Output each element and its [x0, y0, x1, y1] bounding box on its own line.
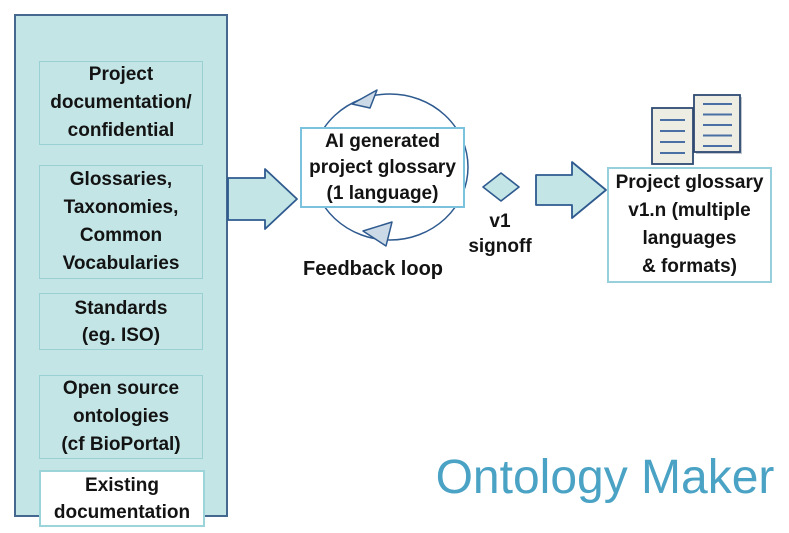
source-box-standards: Standards (eg. ISO): [39, 293, 203, 350]
documents-icon: [651, 94, 742, 165]
feedback-loop-label: Feedback loop: [302, 258, 444, 280]
source-box-label: Standards (eg. ISO): [74, 297, 168, 346]
source-box-existing-documentation: Existing documentation: [39, 470, 205, 527]
ai-glossary-box: AI generated project glossary (1 languag…: [300, 127, 465, 208]
source-box-project-documentation: Project documentation/ confidential: [39, 61, 203, 145]
diamond-icon: [482, 172, 520, 202]
source-box-open-source-ontologies: Open source ontologies (cf BioPortal): [39, 375, 203, 459]
output-glossary-box: Project glossary v1.n (multiple language…: [607, 167, 772, 283]
source-box-glossaries-taxonomies: Glossaries, Taxonomies, Common Vocabular…: [39, 165, 203, 279]
loop-arrowhead-top-icon: [351, 89, 378, 109]
loop-arrowhead-bottom-icon: [362, 221, 393, 247]
source-box-label: Existing documentation: [53, 474, 191, 523]
source-box-label: Glossaries, Taxonomies, Common Vocabular…: [62, 169, 180, 274]
block-arrow-right-icon: [227, 168, 298, 230]
brand-title: Ontology Maker: [435, 451, 775, 504]
source-box-label: Project documentation/ confidential: [50, 64, 192, 141]
source-box-label: Open source ontologies (cf BioPortal): [61, 378, 181, 455]
ai-glossary-label: AI generated project glossary (1 languag…: [309, 130, 456, 204]
output-glossary-label: Project glossary v1.n (multiple language…: [615, 172, 764, 277]
v1-signoff-label: v1 signoff: [468, 211, 532, 257]
